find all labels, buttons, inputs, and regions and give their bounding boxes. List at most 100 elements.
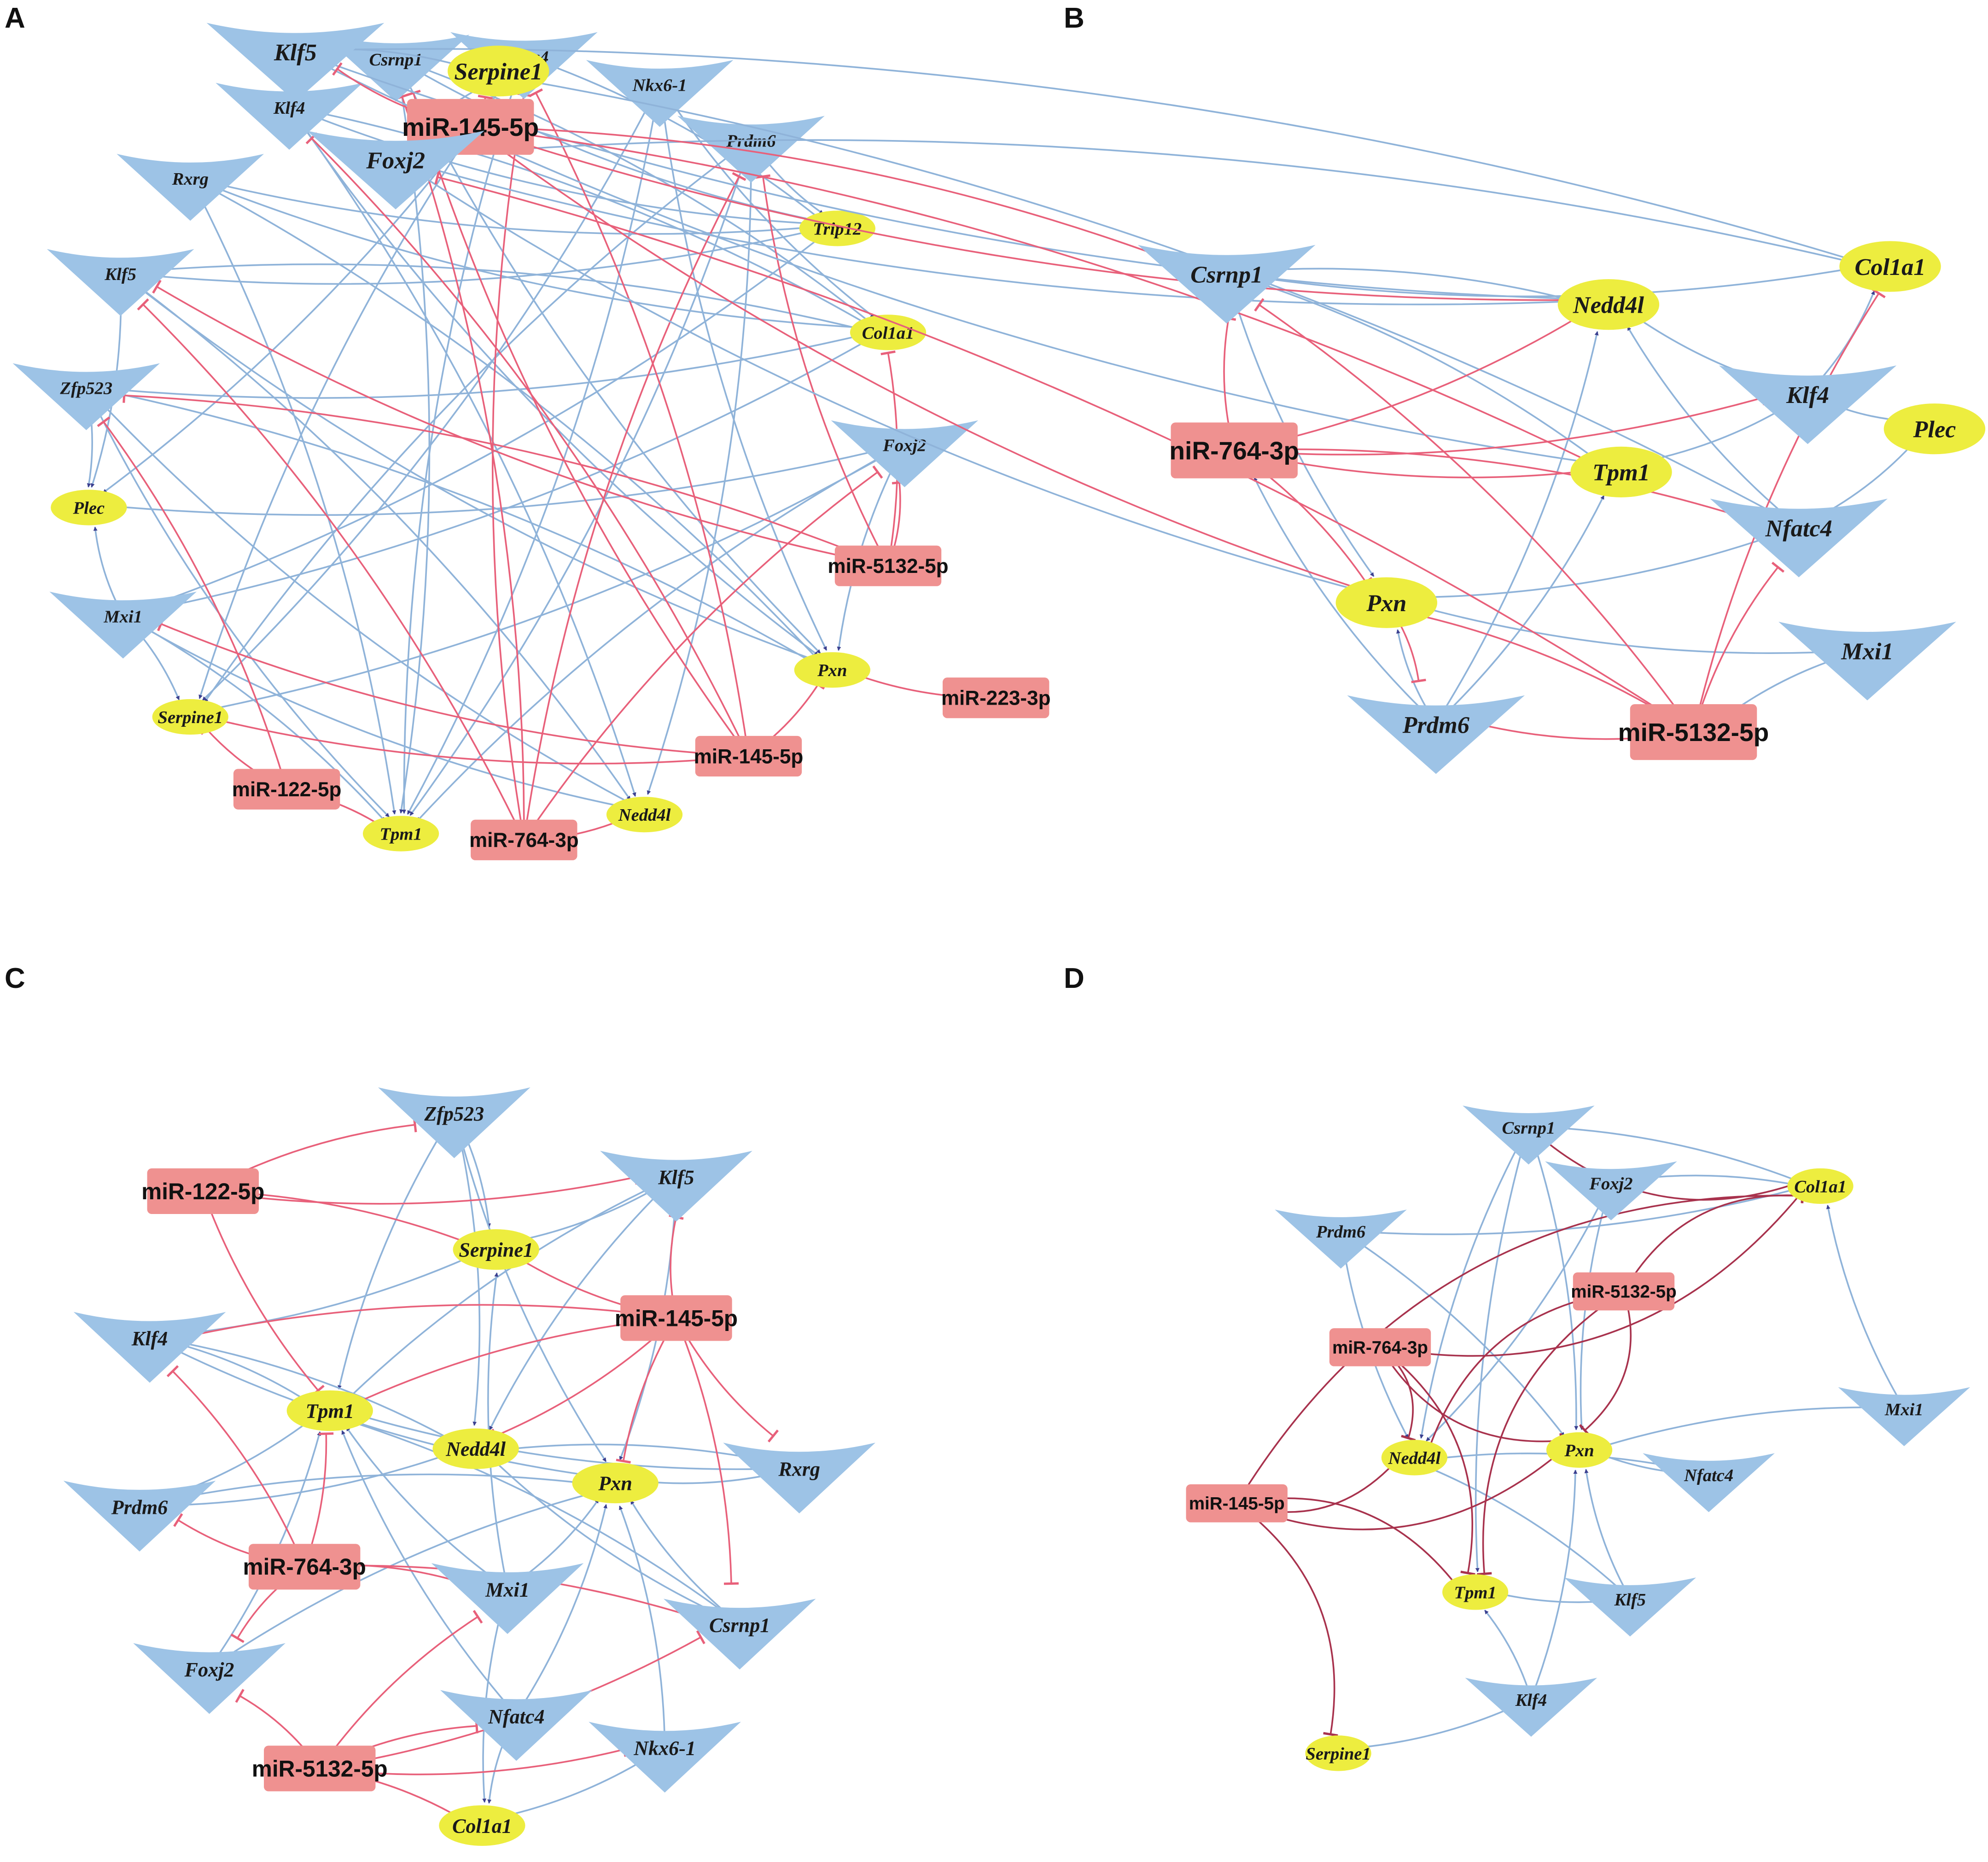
activation-edge-zfp523-pxn bbox=[453, 1112, 607, 1462]
gene-node-pxn: Pxn bbox=[1335, 577, 1437, 628]
inhibition-edge-csrnp1-col1a1 bbox=[1528, 1126, 1801, 1201]
tf-node-nfatc4: Nfatc4 bbox=[1643, 1453, 1775, 1512]
activation-edge-klf5-nedd4l bbox=[1431, 1468, 1631, 1599]
inhibition-bar bbox=[1460, 1570, 1475, 1576]
activation-edge-prdm6-mir-764-3p bbox=[1253, 477, 1437, 724]
inhibition-edge-mir-145-5p-klf4 bbox=[190, 1304, 676, 1337]
inhibition-edge-mir-145-5p-pxn bbox=[470, 126, 1361, 590]
node-label: Foxj2 bbox=[882, 436, 926, 455]
activation-edge-csrnp1-tpm1 bbox=[350, 1420, 740, 1625]
node-label: Serpine1 bbox=[158, 708, 223, 727]
activation-edge-rxrg-trip12 bbox=[190, 176, 817, 235]
inhibition-edge-mir-5132-5p-prdm6 bbox=[762, 176, 889, 566]
down-triangle-icon bbox=[1465, 1677, 1597, 1737]
activation-edge-zfp523-nedd4l bbox=[85, 386, 629, 803]
activation-edge-csrnp1-col1a1 bbox=[1226, 265, 1862, 298]
tf-node-nkx6-1: Nkx6-1 bbox=[586, 60, 734, 127]
rounded-rectangle-node bbox=[1573, 1272, 1675, 1311]
tf-node-mxi1: Mxi1 bbox=[49, 591, 197, 659]
down-triangle-icon bbox=[1545, 1161, 1677, 1220]
inhibition-edge-mir-5132-5p-csrnp1 bbox=[1259, 304, 1694, 733]
ellipse-node bbox=[1839, 241, 1941, 292]
inhibition-bar bbox=[332, 62, 343, 76]
node-label: Col1a1 bbox=[452, 1815, 512, 1837]
inhibition-edge-mir-145-5p-csrnp1 bbox=[412, 93, 749, 757]
down-triangle-icon bbox=[677, 116, 825, 183]
inhibition-bar bbox=[166, 1365, 179, 1378]
mirna-node-mir-5132-5p: miR-5132-5p bbox=[828, 545, 949, 586]
gene-node-tpm1: Tpm1 bbox=[1442, 1574, 1509, 1610]
gene-node-nedd4l: Nedd4l bbox=[1557, 279, 1660, 330]
inhibition-edge-mir-764-3p-nfatc4 bbox=[491, 94, 525, 841]
inhibition-bar bbox=[1771, 561, 1785, 573]
inhibition-edge-mir-5132-5p-col1a1 bbox=[1692, 292, 1880, 733]
gene-node-col1a1: Col1a1 bbox=[1787, 1168, 1854, 1204]
down-triangle-icon bbox=[589, 1722, 741, 1793]
down-triangle-icon bbox=[133, 1643, 286, 1714]
down-triangle-icon bbox=[663, 1599, 816, 1670]
activation-edge-klf5-pxn bbox=[120, 272, 815, 661]
activation-edge-foxj2-col1a1 bbox=[395, 139, 1862, 266]
mirna-node-mir-145-5p: miR-145-5p bbox=[694, 735, 804, 777]
tf-node-klf4: Klf4 bbox=[1465, 1677, 1597, 1737]
tf-node-rxrg: Rxrg bbox=[723, 1442, 875, 1514]
down-triangle-icon bbox=[723, 1442, 875, 1514]
node-label: Nfatc4 bbox=[1684, 1466, 1733, 1485]
activation-edge-klf4-col1a1 bbox=[289, 105, 869, 326]
down-triangle-icon bbox=[586, 60, 734, 127]
activation-edge-rxrg-col1a1 bbox=[190, 177, 869, 330]
tf-node-klf4: Klf4 bbox=[216, 82, 363, 150]
panel-c: CZfp523miR-122-5pKlf5Serpine1miR-145-5pK… bbox=[5, 963, 875, 1846]
panel-a: ACsrnp1Nfatc4Nkx6-1Klf4Prdm6RxrgKlf5Zfp5… bbox=[5, 2, 1051, 860]
ellipse-node bbox=[1335, 577, 1437, 628]
inhibition-edge-mir-764-3p-col1a1 bbox=[1380, 1192, 1802, 1357]
node-label: Klf4 bbox=[273, 99, 305, 118]
inhibition-bar bbox=[478, 94, 493, 100]
activation-edge-zfp523-tpm1 bbox=[338, 1112, 455, 1390]
activation-edge-rxrg-tpm1 bbox=[189, 177, 396, 815]
activation-edge-mxi1-pxn bbox=[1599, 1407, 1904, 1448]
tf-node-rxrg: Rxrg bbox=[117, 154, 264, 221]
activation-edge-mxi1-col1a1 bbox=[122, 339, 869, 616]
node-label: miR-5132-5p bbox=[252, 1756, 388, 1781]
inhibition-bar bbox=[767, 1430, 779, 1443]
ellipse-node bbox=[362, 816, 439, 852]
node-label: Prdm6 bbox=[1316, 1222, 1366, 1242]
gene-node-plec: Plec bbox=[1883, 403, 1986, 455]
rounded-rectangle-node bbox=[233, 769, 340, 810]
inhibition-edge-mir-145-5p-nedd4l bbox=[470, 126, 1580, 301]
node-label: miR-145-5p bbox=[694, 745, 804, 768]
gene-node-pxn: Pxn bbox=[794, 652, 870, 688]
inhibition-edge-mir-764-3p-klf4 bbox=[172, 1371, 305, 1567]
down-triangle-icon bbox=[73, 1312, 226, 1383]
rounded-rectangle-node bbox=[147, 1168, 259, 1214]
node-label: Foxj2 bbox=[1589, 1174, 1632, 1194]
inhibition-edge-mir-764-3p-nfatc4 bbox=[1234, 448, 1754, 521]
ellipse-node bbox=[850, 315, 927, 350]
inhibition-bar bbox=[1401, 1435, 1416, 1442]
mirna-node-mir-5132-5p: miR-5132-5p bbox=[1618, 704, 1769, 760]
node-label: Col1a1 bbox=[862, 323, 915, 343]
node-label: miR-223-3p bbox=[941, 687, 1051, 710]
activation-edge-foxj2-serpine1 bbox=[209, 443, 905, 711]
activation-edge-klf4-pxn bbox=[1530, 1470, 1578, 1699]
activation-edge-foxj2-nedd4l bbox=[395, 158, 1580, 305]
mirna-node-mir-764-3p: miR-764-3p bbox=[243, 1544, 366, 1590]
node-label: Mxi1 bbox=[485, 1578, 530, 1601]
inhibition-bar bbox=[880, 350, 896, 356]
mirna-node-mir-145-5p: miR-145-5p bbox=[615, 1295, 738, 1341]
node-label: niR-764-3p bbox=[1169, 436, 1299, 465]
rounded-rectangle-node bbox=[620, 1295, 732, 1341]
inhibition-edge-mir-5132-5p-mxi1 bbox=[319, 1616, 478, 1769]
rounded-rectangle-node bbox=[1171, 422, 1298, 479]
activation-edge-prdm6-tpm1 bbox=[1435, 495, 1605, 724]
node-label: Pxn bbox=[817, 661, 847, 680]
down-triangle-icon bbox=[1275, 1209, 1407, 1269]
activation-edge-klf4-trip12 bbox=[289, 105, 818, 226]
down-triangle-icon bbox=[47, 249, 194, 316]
mirna-node-mir-223-3p: miR-223-3p bbox=[941, 677, 1051, 718]
